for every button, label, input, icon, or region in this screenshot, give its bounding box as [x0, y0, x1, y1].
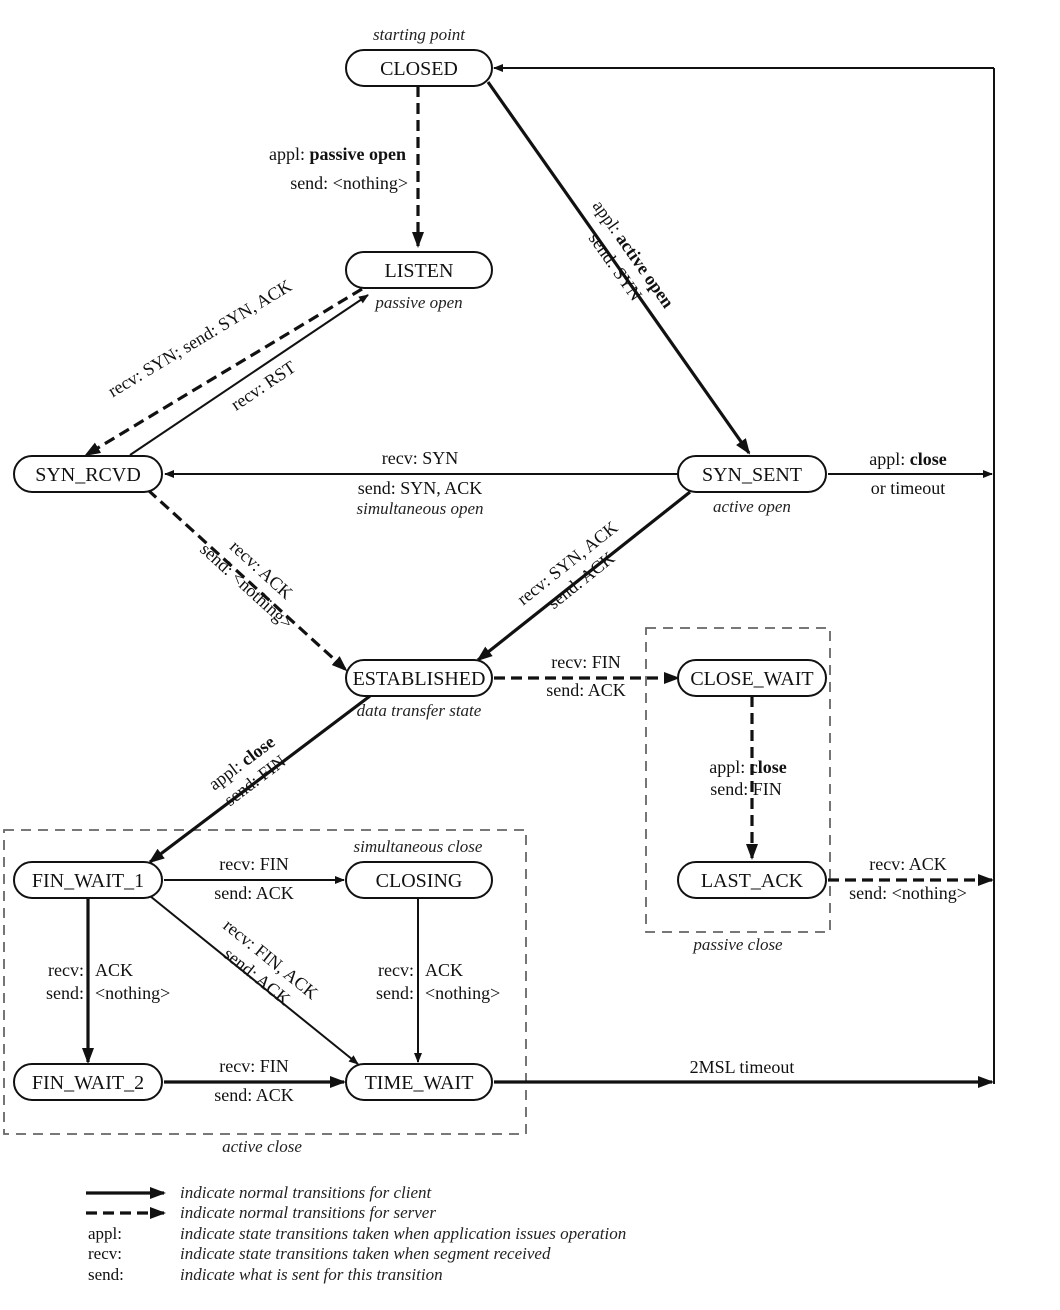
- legend-desc-0: indicate normal transitions for client: [180, 1183, 432, 1202]
- label-synsent-synrcvd-note: simultaneous open: [356, 499, 483, 518]
- note-data-transfer-state: data transfer state: [357, 701, 482, 720]
- svg-text:LAST_ACK: LAST_ACK: [701, 870, 804, 892]
- state-close-wait: CLOSE_WAIT: [677, 659, 827, 697]
- svg-text:CLOSE_WAIT: CLOSE_WAIT: [690, 668, 813, 690]
- label-closing-timewait-recv-val: ACK: [425, 960, 463, 980]
- legend-desc-1: indicate normal transitions for server: [180, 1203, 436, 1222]
- label-closing-timewait-send-key: send:: [376, 983, 414, 1003]
- legend-desc-2: indicate state transitions taken when ap…: [180, 1224, 626, 1243]
- synrcvd-to-listen-arrow: [129, 294, 369, 456]
- label-lastack-closed-send: send: <nothing>: [849, 883, 967, 903]
- state-established: ESTABLISHED: [345, 659, 493, 697]
- label-finwait1-finwait2-send-val: <nothing>: [95, 983, 170, 1003]
- legend-key-3: recv:: [88, 1244, 122, 1263]
- label-lastack-closed-recv: recv: ACK: [869, 854, 946, 874]
- label-closewait-lastack-send: send: FIN: [710, 779, 782, 799]
- legend-desc-4: indicate what is sent for this transitio…: [180, 1265, 443, 1284]
- listen-to-synrcvd-arrow: [84, 287, 363, 457]
- established-to-finwait1-arrow: [148, 694, 371, 864]
- label-finwait2-timewait-send: send: ACK: [214, 1085, 294, 1105]
- label-finwait1-closing-recv: recv: FIN: [219, 854, 288, 874]
- legend-key-4: send:: [88, 1265, 124, 1284]
- passive-close-box: [645, 627, 831, 933]
- closed-to-synsent-arrow: [486, 81, 751, 455]
- label-finwait1-finwait2-recv-key: recv:: [48, 960, 84, 980]
- svg-text:LISTEN: LISTEN: [385, 260, 454, 282]
- state-syn-rcvd: SYN_RCVD: [13, 455, 163, 493]
- note-starting-point: starting point: [373, 25, 466, 44]
- svg-text:SYN_RCVD: SYN_RCVD: [35, 464, 141, 486]
- svg-text:FIN_WAIT_2: FIN_WAIT_2: [32, 1072, 144, 1094]
- label-finwait1-finwait2-send-key: send:: [46, 983, 84, 1003]
- note-active-open: active open: [713, 497, 791, 516]
- state-syn-sent: SYN_SENT: [677, 455, 827, 493]
- label-finwait2-timewait-recv: recv: FIN: [219, 1056, 288, 1076]
- label-synsent-synrcvd-recv: recv: SYN: [382, 448, 458, 468]
- label-est-closewait-send: send: ACK: [546, 680, 626, 700]
- legend-desc-3: indicate state transitions taken when se…: [180, 1244, 551, 1263]
- note-simultaneous-close: simultaneous close: [354, 837, 483, 856]
- state-fin-wait-2: FIN_WAIT_2: [13, 1063, 163, 1101]
- svg-text:CLOSING: CLOSING: [376, 870, 463, 892]
- label-est-closewait-recv: recv: FIN: [551, 652, 620, 672]
- label-closed-listen-appl: appl: passive open: [269, 144, 406, 164]
- label-synsent-synrcvd-send: send: SYN, ACK: [358, 478, 483, 498]
- synrcvd-to-established-arrow: [146, 488, 348, 672]
- finwait1-to-timewait-arrow: [149, 895, 359, 1065]
- note-passive-open: passive open: [374, 293, 462, 312]
- label-closed-listen-send: send: <nothing>: [290, 173, 408, 193]
- synsent-to-established-arrow: [476, 490, 691, 662]
- state-closing: CLOSING: [345, 861, 493, 899]
- label-synsent-closed-or: or timeout: [871, 478, 946, 498]
- state-last-ack: LAST_ACK: [677, 861, 827, 899]
- note-active-close: active close: [222, 1137, 302, 1156]
- svg-text:SYN_SENT: SYN_SENT: [702, 464, 802, 486]
- state-time-wait: TIME_WAIT: [345, 1063, 493, 1101]
- legend-key-2: appl:: [88, 1224, 122, 1243]
- svg-text:FIN_WAIT_1: FIN_WAIT_1: [32, 870, 144, 892]
- label-synsent-closed-appl: appl: close: [869, 449, 946, 469]
- legend: indicate normal transitions for client i…: [86, 1183, 626, 1284]
- state-closed: CLOSED: [345, 49, 493, 87]
- active-close-box: [3, 829, 527, 1135]
- label-closing-timewait-send-val: <nothing>: [425, 983, 500, 1003]
- svg-text:TIME_WAIT: TIME_WAIT: [365, 1072, 474, 1094]
- state-listen: LISTEN: [345, 251, 493, 289]
- label-closing-timewait-recv-key: recv:: [378, 960, 414, 980]
- label-closewait-lastack-appl: appl: close: [709, 757, 786, 777]
- note-passive-close: passive close: [692, 935, 783, 954]
- state-fin-wait-1: FIN_WAIT_1: [13, 861, 163, 899]
- label-timewait-closed: 2MSL timeout: [690, 1057, 795, 1077]
- label-finwait1-finwait2-recv-val: ACK: [95, 960, 133, 980]
- svg-text:ESTABLISHED: ESTABLISHED: [353, 668, 486, 690]
- svg-text:CLOSED: CLOSED: [380, 58, 458, 80]
- label-finwait1-closing-send: send: ACK: [214, 883, 294, 903]
